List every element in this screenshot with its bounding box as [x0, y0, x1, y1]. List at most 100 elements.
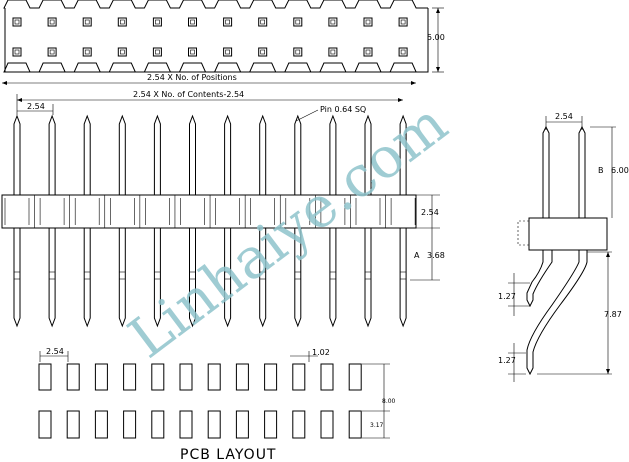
- pin-square-inner: [155, 49, 160, 55]
- pcb-pad-top: [264, 363, 278, 391]
- watermark: Linhaiye.com: [117, 91, 459, 371]
- pin-square-inner: [120, 49, 125, 55]
- pin: [329, 114, 337, 328]
- pin-square-inner: [14, 49, 20, 55]
- pcb-pad-top: [348, 363, 362, 391]
- pin-square-outer: [152, 17, 162, 27]
- pcb-pad-bottom: [66, 410, 80, 439]
- pin-square-outer: [223, 17, 233, 27]
- pin-square-inner: [365, 19, 371, 25]
- top-edge-notches: [3, 0, 428, 9]
- pin-square-inner: [49, 49, 55, 55]
- pin-square-inner: [84, 19, 90, 25]
- front-view-pins: [13, 114, 407, 328]
- side-pitch-label: 2.54: [555, 112, 573, 121]
- body-height-label: 2.54: [421, 208, 439, 217]
- side-787-label: 7.87: [604, 310, 622, 319]
- side-pin-front: [542, 125, 550, 218]
- pcb-pad-bottom: [123, 410, 137, 439]
- pin-square-outer: [12, 47, 22, 57]
- pin: [399, 114, 407, 328]
- pcb-pad-bottom: [38, 410, 52, 439]
- dim-a-value: 3.68: [427, 251, 445, 260]
- dim-b-value: 6.00: [611, 166, 629, 175]
- pin-square-inner: [49, 19, 55, 25]
- pin: [118, 114, 126, 328]
- top-view-outline: [4, 8, 429, 73]
- pcb-row-span-label: 8.00: [382, 398, 396, 405]
- pcb-pad-top: [292, 363, 306, 391]
- pin-square-outer: [223, 47, 233, 57]
- pin-square-inner: [14, 19, 20, 25]
- pcb-pitch-label: 2.54: [46, 347, 64, 356]
- pin-square-inner: [260, 19, 266, 25]
- pcb-pad-top: [123, 363, 137, 391]
- positions-dim-label: 2.54 X No. of Positions: [147, 73, 237, 82]
- pin-square-inner: [225, 19, 230, 25]
- side-127-lower-label: 1.27: [498, 356, 516, 365]
- pin: [153, 114, 161, 328]
- pcb-pad-top: [38, 363, 52, 391]
- pcb-layout: 2.54 1.02 8.00 3.17 PCB LAYOUT: [38, 347, 396, 462]
- pin-square-outer: [293, 47, 303, 57]
- pcb-pad-bottom: [151, 410, 165, 439]
- body-dividers: [4, 195, 416, 228]
- pin-square-inner: [190, 19, 195, 25]
- pin-square-outer: [328, 17, 338, 27]
- pin-square-inner: [330, 19, 336, 25]
- contents-dim-label: 2.54 X No. of Contents-2.54: [133, 90, 244, 99]
- pin: [259, 114, 267, 328]
- pin: [189, 114, 196, 328]
- pcb-pad-bottom: [207, 410, 221, 439]
- pin-square-outer: [363, 47, 373, 57]
- pin-square-inner: [155, 19, 160, 25]
- pin-square-inner: [84, 49, 90, 55]
- pcb-pads: [38, 363, 362, 439]
- side-pin-short-bend: [526, 250, 553, 308]
- pcb-pad-length-label: 3.17: [370, 422, 384, 429]
- pin: [294, 114, 302, 328]
- pcb-pad-bottom: [235, 410, 249, 439]
- pcb-pad-top: [94, 363, 108, 391]
- pin-square-outer: [12, 17, 22, 27]
- side-view: 2.54 B 6.00 1.27 7.87 1.27: [498, 112, 629, 382]
- pin-square-outer: [293, 17, 303, 27]
- pin-square-inner: [225, 49, 230, 55]
- pin-square-outer: [117, 17, 127, 27]
- pin-square-inner: [400, 49, 406, 55]
- pcb-pad-top: [207, 363, 221, 391]
- pin-square-inner: [190, 49, 195, 55]
- pcb-pad-top: [179, 363, 193, 391]
- pcb-pad-width-label: 1.02: [312, 348, 330, 357]
- plastic-body: [1, 194, 417, 229]
- top-view-pin-squares: [12, 17, 408, 57]
- side-pin-rear: [578, 125, 586, 218]
- pin-square-outer: [188, 17, 197, 27]
- pin-square-outer: [258, 47, 268, 57]
- pcb-pad-bottom: [264, 410, 278, 439]
- pin: [364, 114, 372, 328]
- pcb-pad-bottom: [320, 410, 334, 439]
- pin-square-outer: [82, 47, 92, 57]
- pin-square-inner: [400, 19, 406, 25]
- pin-square-outer: [328, 47, 338, 57]
- pcb-pad-top: [320, 363, 334, 391]
- pin-square-outer: [117, 47, 127, 57]
- front-view: 2.54 A 3.68: [1, 114, 445, 328]
- pin-square-outer: [188, 47, 197, 57]
- pitch-top-label: 2.54: [27, 102, 45, 111]
- pcb-pad-top: [151, 363, 165, 391]
- pin-square-inner: [260, 49, 266, 55]
- pcb-title: PCB LAYOUT: [180, 447, 277, 462]
- pin-square-outer: [398, 47, 408, 57]
- pin: [224, 114, 232, 328]
- pcb-pad-bottom: [292, 410, 306, 439]
- pin-square-outer: [363, 17, 373, 27]
- pin-square-inner: [295, 49, 301, 55]
- pin-square-outer: [152, 47, 162, 57]
- pin: [83, 114, 91, 328]
- pin-note-label: Pin 0.64 SQ: [320, 105, 366, 114]
- top-height-label: 5.00: [427, 33, 445, 42]
- pin-square-outer: [47, 17, 57, 27]
